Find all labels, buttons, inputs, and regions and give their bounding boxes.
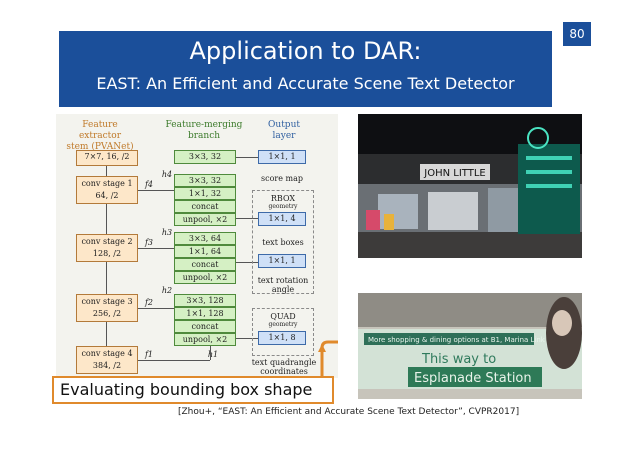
merge-g2-unpool: unpool, ×2	[174, 271, 236, 284]
h2-label: h2	[161, 286, 173, 295]
merge-g2-concat: concat	[174, 258, 236, 271]
rbox-sub: geometry	[268, 203, 298, 210]
merge-g3-concat: concat	[174, 320, 236, 333]
merge-g3-unpool: unpool, ×2	[174, 333, 236, 346]
f3-label: f3	[144, 238, 154, 247]
quad-sub: geometry	[268, 321, 298, 328]
stage-arrow	[106, 322, 107, 346]
quad-title: QUAD	[270, 312, 296, 321]
slide-subtitle: EAST: An Efficient and Accurate Scene Te…	[96, 74, 515, 93]
callout-arrow-icon	[318, 340, 338, 378]
output-arrow	[236, 157, 258, 158]
h3-label: h3	[161, 228, 173, 237]
evaluation-callout: Evaluating bounding box shape	[52, 376, 334, 404]
stage-arrow	[106, 262, 107, 294]
stem-arrow	[106, 166, 107, 176]
f4-label: f4	[144, 180, 154, 189]
page-number: 80	[563, 22, 591, 46]
output-arrow	[236, 218, 258, 219]
rbox-title: RBOX	[270, 194, 296, 203]
merge-top-conv: 3×3, 32	[174, 150, 236, 164]
citation: [Zhou+, “EAST: An Efficient and Accurate…	[178, 407, 520, 417]
esplanade-photo: More shopping & dining options at B1, Ma…	[358, 293, 582, 399]
h1-label: h1	[207, 350, 219, 359]
f1-label: f1	[144, 350, 154, 359]
merge-g2-conv3: 3×3, 64	[174, 232, 236, 245]
f1-arrow	[138, 360, 210, 361]
h1-arrow	[210, 346, 211, 360]
store-scene-image: JOHN LITTLE	[358, 114, 582, 258]
quad-group	[252, 308, 314, 356]
rbox-group	[252, 190, 314, 294]
score-map-label: score map	[261, 174, 303, 183]
f2-arrow	[138, 308, 174, 309]
merge-g1-concat: concat	[174, 200, 236, 213]
merge-g1-conv1: 1×1, 32	[174, 187, 236, 200]
score-map-conv: 1×1, 1	[258, 150, 306, 164]
output-arrow	[236, 338, 258, 339]
text-boxes-conv: 1×1, 4	[258, 212, 306, 226]
merge-g3-conv3: 3×3, 128	[174, 294, 236, 307]
esplanade-line3: Esplanade Station	[414, 371, 532, 386]
text-boxes-label: text boxes	[262, 238, 304, 247]
output-arrow	[236, 262, 258, 263]
stem-conv-box: 7×7, 16, /2	[76, 150, 138, 166]
merge-g2-conv1: 1×1, 64	[174, 245, 236, 258]
f2-label: f2	[144, 298, 154, 307]
merge-g3-conv1: 1×1, 128	[174, 307, 236, 320]
esplanade-line2: This way to	[421, 352, 496, 367]
merge-g1-unpool: unpool, ×2	[174, 213, 236, 226]
merge-g1-conv3: 3×3, 32	[174, 174, 236, 187]
rotation-conv: 1×1, 1	[258, 254, 306, 268]
esplanade-line1: More shopping & dining options at B1, Ma…	[368, 336, 546, 344]
f3-arrow	[138, 248, 174, 249]
store-photo: JOHN LITTLE	[358, 114, 582, 258]
f4-arrow	[138, 190, 174, 191]
h4-label: h4	[161, 170, 173, 179]
john-little-sign: JOHN LITTLE	[423, 168, 485, 179]
title-band: Application to DAR: EAST: An Efficient a…	[59, 31, 552, 107]
quad-conv: 1×1, 8	[258, 331, 306, 345]
stage-arrow	[106, 204, 107, 234]
slide-title: Application to DAR:	[189, 37, 422, 65]
esplanade-scene-image: More shopping & dining options at B1, Ma…	[358, 293, 582, 399]
